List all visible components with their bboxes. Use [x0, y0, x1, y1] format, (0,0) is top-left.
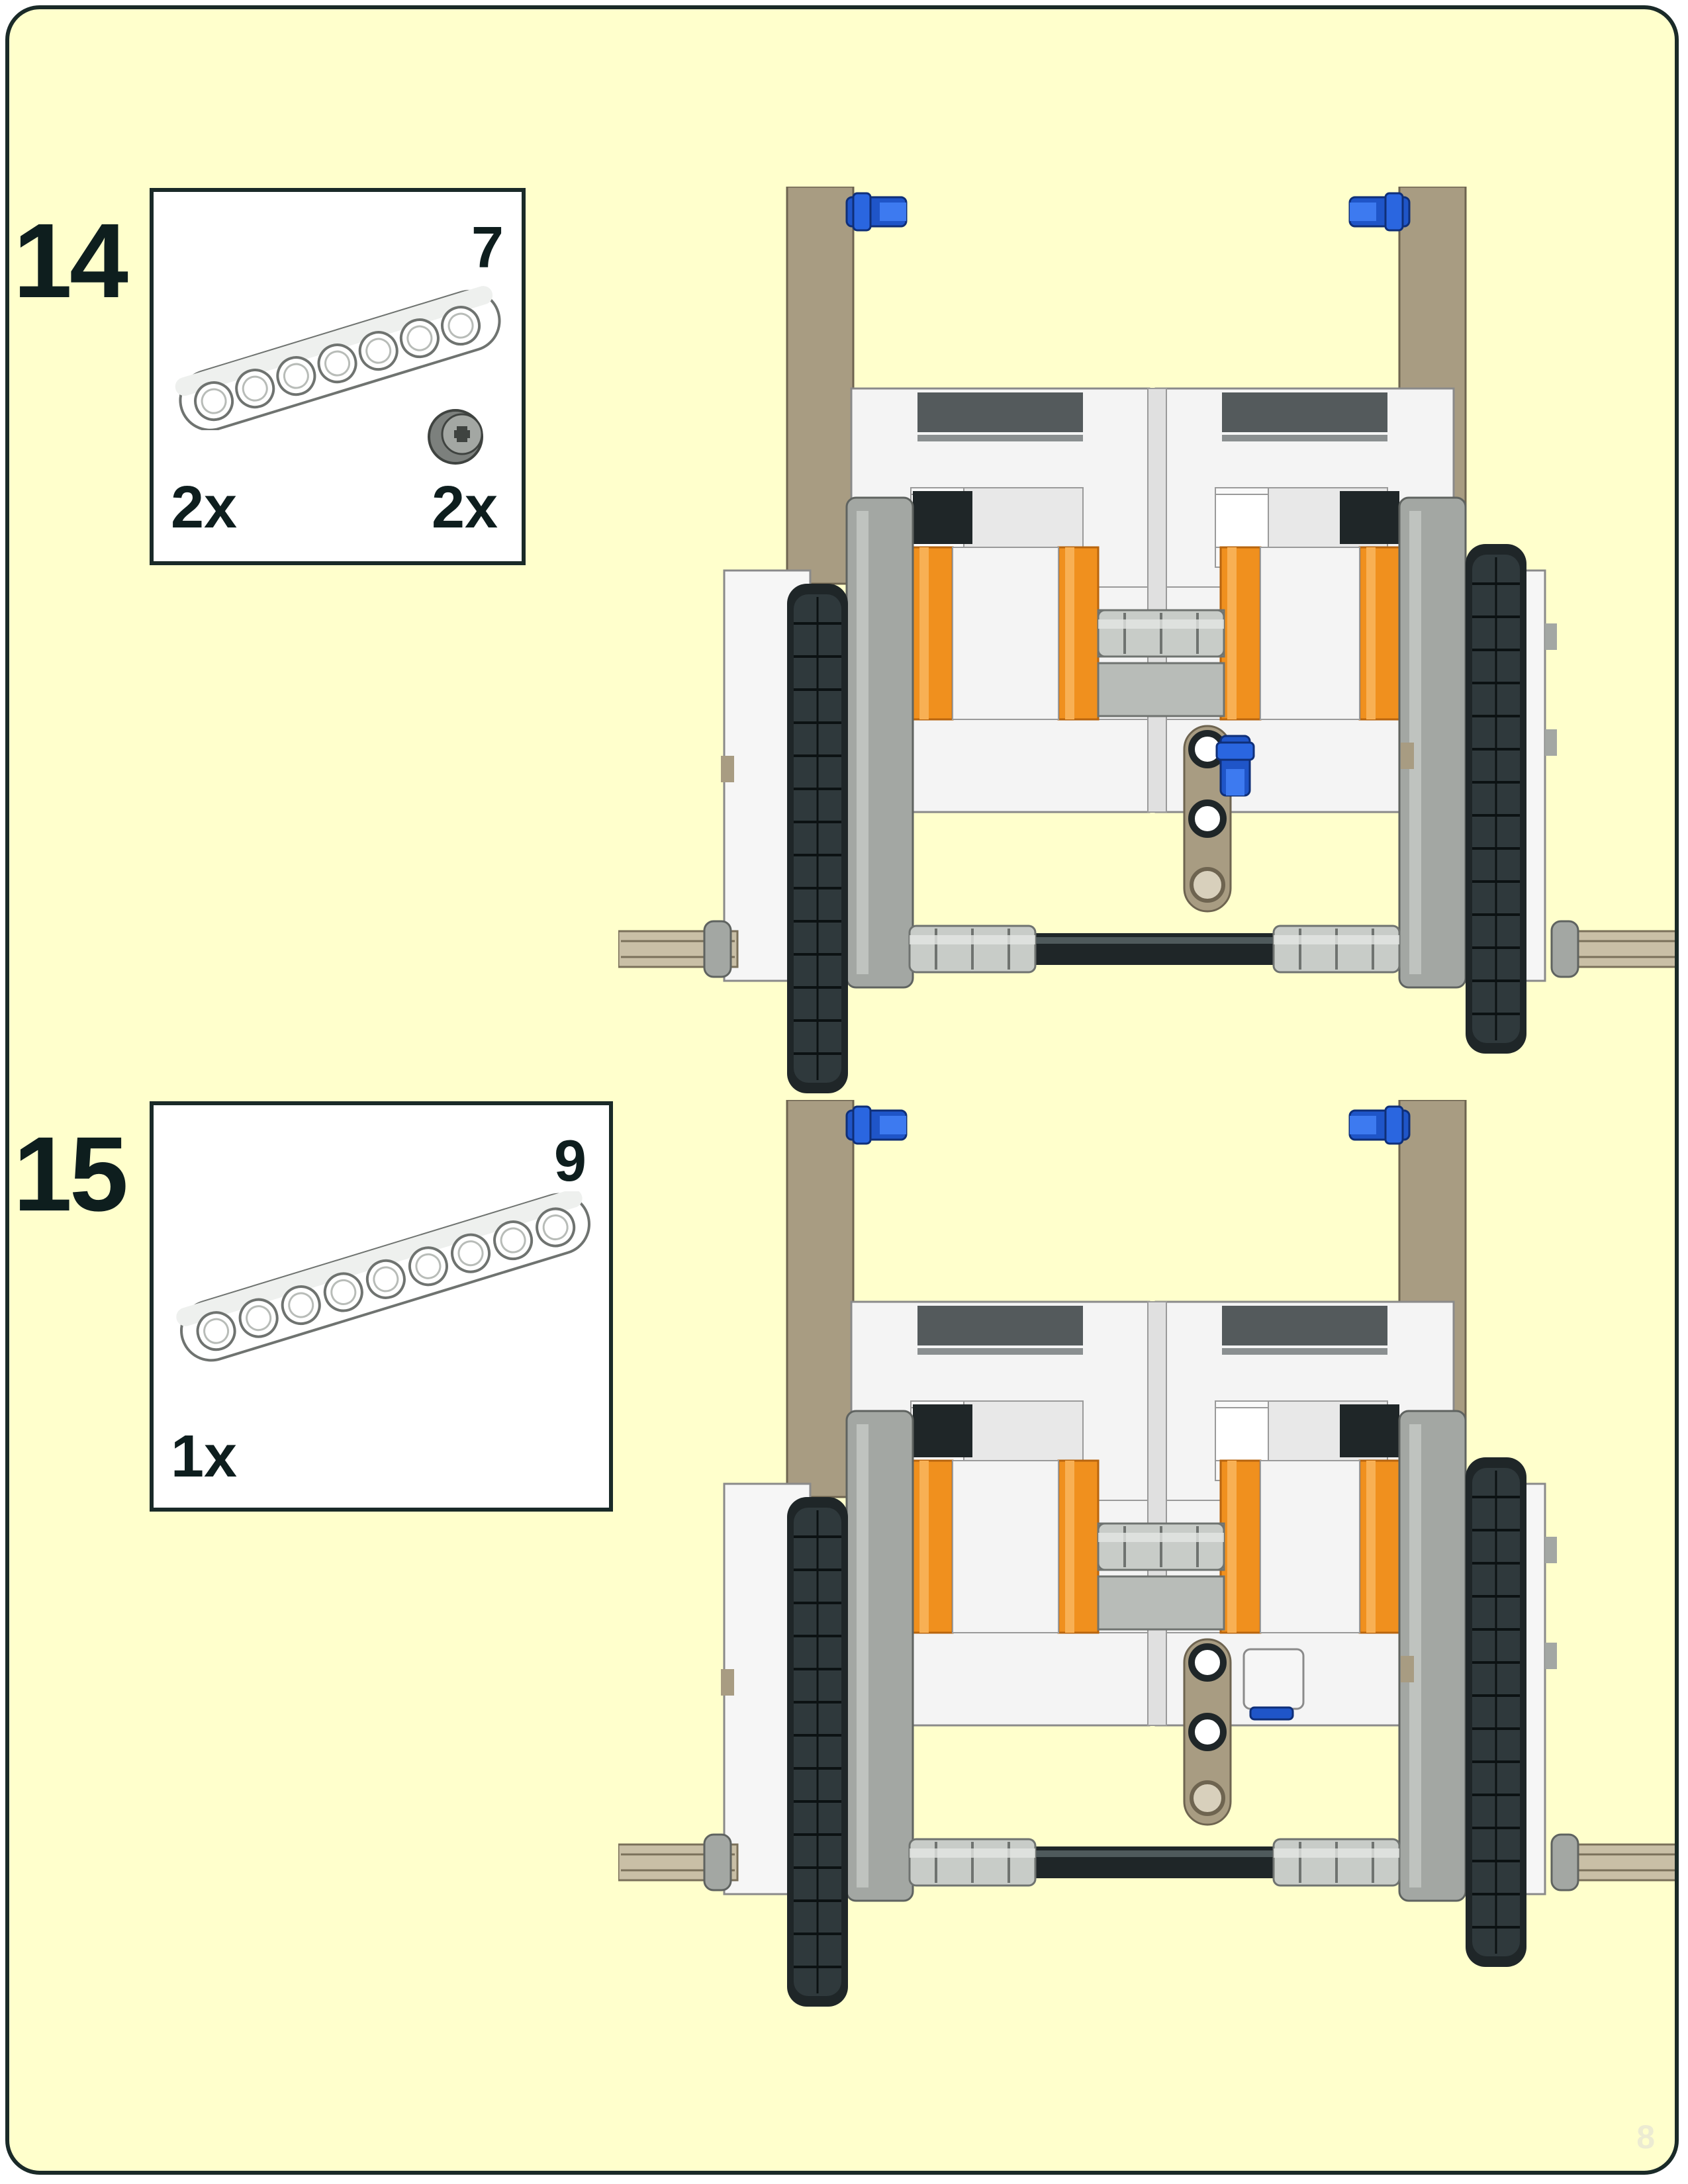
part-quantity: 2x: [171, 475, 238, 541]
part-quantity: 1x: [171, 1424, 238, 1490]
beam-length-label: 9: [554, 1128, 586, 1193]
bush-icon: [428, 409, 483, 465]
beam-9-icon: [176, 1191, 590, 1362]
tan-lift-arm: [1183, 1638, 1232, 1826]
step-number: 15: [13, 1115, 128, 1233]
parts-callout: 9 1x: [150, 1101, 613, 1512]
part-quantity: 2x: [432, 475, 498, 541]
step-number: 14: [13, 201, 128, 320]
assembly-model-step-14: [618, 187, 1679, 1126]
page-number: 8: [1636, 2118, 1655, 2156]
page-frame: 14 7: [5, 5, 1679, 2175]
beam-7-icon: [175, 286, 501, 430]
assembly-model-step-15: [618, 1100, 1679, 2040]
beam-length-label: 7: [471, 214, 504, 280]
tan-lift-arm: [1183, 725, 1232, 913]
parts-callout: 7: [150, 188, 526, 565]
